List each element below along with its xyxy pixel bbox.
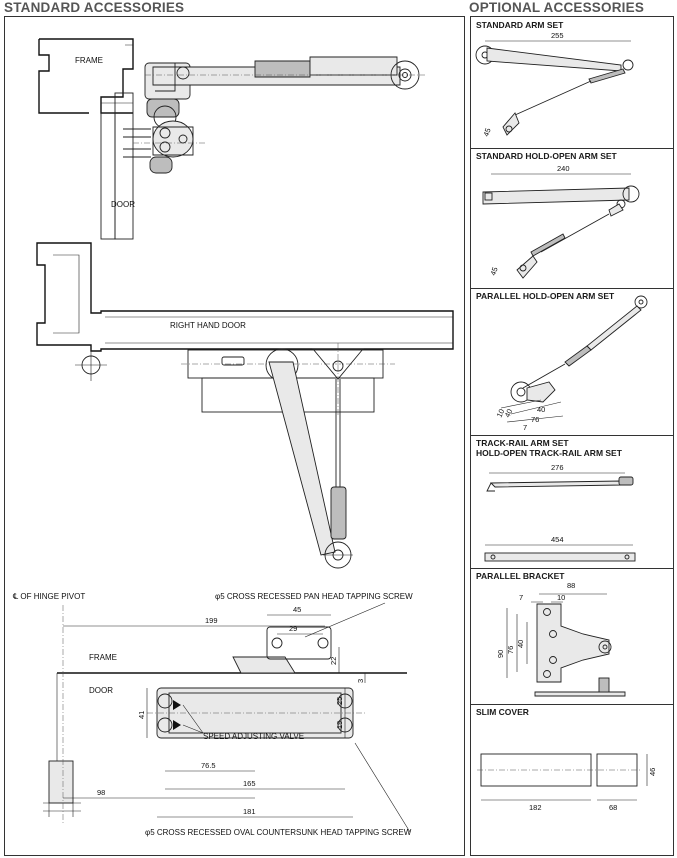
parallel-hold-open-arm-set-drawing: 40 76 40 10 7 [495,295,648,432]
standard-hold-open-arm-set-box: STANDARD HOLD-OPEN ARM SET 240 45 [471,148,673,289]
standard-accessories-panel: FRAME DOOR RIGHT HAND DOOR [4,16,465,856]
dim-29: 29 [289,624,297,633]
dim-181: 181 [243,807,256,816]
slim-cover-side-view [596,753,638,787]
dim-10-parallel-arm: 10 [495,407,507,418]
dim-25: 25 [335,697,344,705]
frame-door-section-bottom [43,605,407,825]
parallel-bracket-box: PARALLEL BRACKET 88 7 10 90 76 40 [471,568,673,705]
dim-68: 68 [609,803,617,812]
top-view-frame-section [38,38,134,240]
parallel-bracket-title: PARALLEL BRACKET [476,571,565,581]
closer-body-bottom-view [147,626,365,739]
main-arm-top-view [145,56,425,92]
optional-accessories-panel: STANDARD ARM SET 255 45 STANDARD HOLD-OP… [470,16,674,856]
dim-46: 46 [648,768,657,776]
dim-45-standard-arm: 45 [481,127,492,138]
dim-45: 45 [293,605,301,614]
dim-98: 98 [97,788,105,797]
hinge-pivot-label: ℄ OF HINGE PIVOT [13,592,85,601]
dim-40-parallel-arm: 40 [537,405,545,414]
track-rail-arm-set-drawing: 276 454 [484,463,636,562]
dim-276: 276 [551,463,564,472]
dim-10-bracket: 10 [557,593,565,602]
dim-76-bracket: 76 [506,646,515,654]
dim-41: 41 [137,711,146,719]
dim-88: 88 [567,581,575,590]
dim-90: 90 [496,650,505,658]
dim-3: 3 [356,679,365,683]
standard-accessories-heading: STANDARD ACCESSORIES [4,0,185,15]
door-label: DOOR [111,200,135,209]
dim-165: 165 [243,779,256,788]
frame-label-bottom: FRAME [89,653,117,662]
dimension-lines-bottom-view [63,614,411,833]
speed-adjusting-valve-label: SPEED ADJUSTING VALVE [203,732,304,741]
standard-arm-set-box: STANDARD ARM SET 255 45 [471,17,673,149]
dim-40-bracket: 40 [516,640,525,648]
dim-19: 19 [335,721,344,729]
door-label-bottom: DOOR [89,686,113,695]
track-rail-arm-set-title-line2: HOLD-OPEN TRACK-RAIL ARM SET [476,448,622,458]
dim-40b-parallel-arm: 40 [503,407,515,418]
dim-76-parallel-arm: 76 [531,415,539,424]
dim-199: 199 [205,616,218,625]
dim-22: 22 [329,657,338,665]
dim-255: 255 [551,31,564,40]
standard-hold-open-arm-set-drawing: 240 45 [482,164,640,279]
parallel-hold-open-arm-set-title: PARALLEL HOLD-OPEN ARM SET [476,291,615,301]
middle-view-frame-section [36,242,454,352]
parallel-hold-open-arm-set-box: PARALLEL HOLD-OPEN ARM SET 40 76 40 10 7 [471,288,673,436]
standard-accessories-drawing: FRAME DOOR RIGHT HAND DOOR [13,38,454,837]
door-edge-top-view [100,112,116,240]
dim-76-5: 76.5 [201,761,216,770]
right-hand-door-label: RIGHT HAND DOOR [170,321,246,330]
standard-arm-set-title: STANDARD ARM SET [476,20,564,30]
dim-7-bracket: 7 [519,593,523,602]
slim-cover-drawing: 182 68 46 [477,753,657,812]
standard-hold-open-arm-set-title: STANDARD HOLD-OPEN ARM SET [476,151,617,161]
slim-cover-box: SLIM COVER 182 68 46 [471,704,673,855]
dim-182: 182 [529,803,542,812]
dim-454: 454 [551,535,564,544]
dim-45-hold-open-arm: 45 [488,266,499,277]
dim-7-parallel-arm: 7 [523,423,527,432]
optional-accessories-heading: OPTIONAL ACCESSORIES [469,0,645,15]
parallel-bracket-drawing: 88 7 10 90 76 40 [496,581,626,697]
track-rail-arm-set-title-line1: TRACK-RAIL ARM SET [476,438,569,448]
screw-top-label: φ5 CROSS RECESSED PAN HEAD TAPPING SCREW [215,592,413,601]
arm-assembly-middle-view [265,348,364,569]
hinge-pivot-symbol [75,349,107,381]
frame-label: FRAME [75,56,103,65]
slim-cover-title: SLIM COVER [476,707,529,717]
dim-240: 240 [557,164,570,173]
screw-bottom-label: φ5 CROSS RECESSED OVAL COUNTERSUNK HEAD … [145,828,412,837]
standard-arm-set-drawing: 255 45 [475,31,634,138]
